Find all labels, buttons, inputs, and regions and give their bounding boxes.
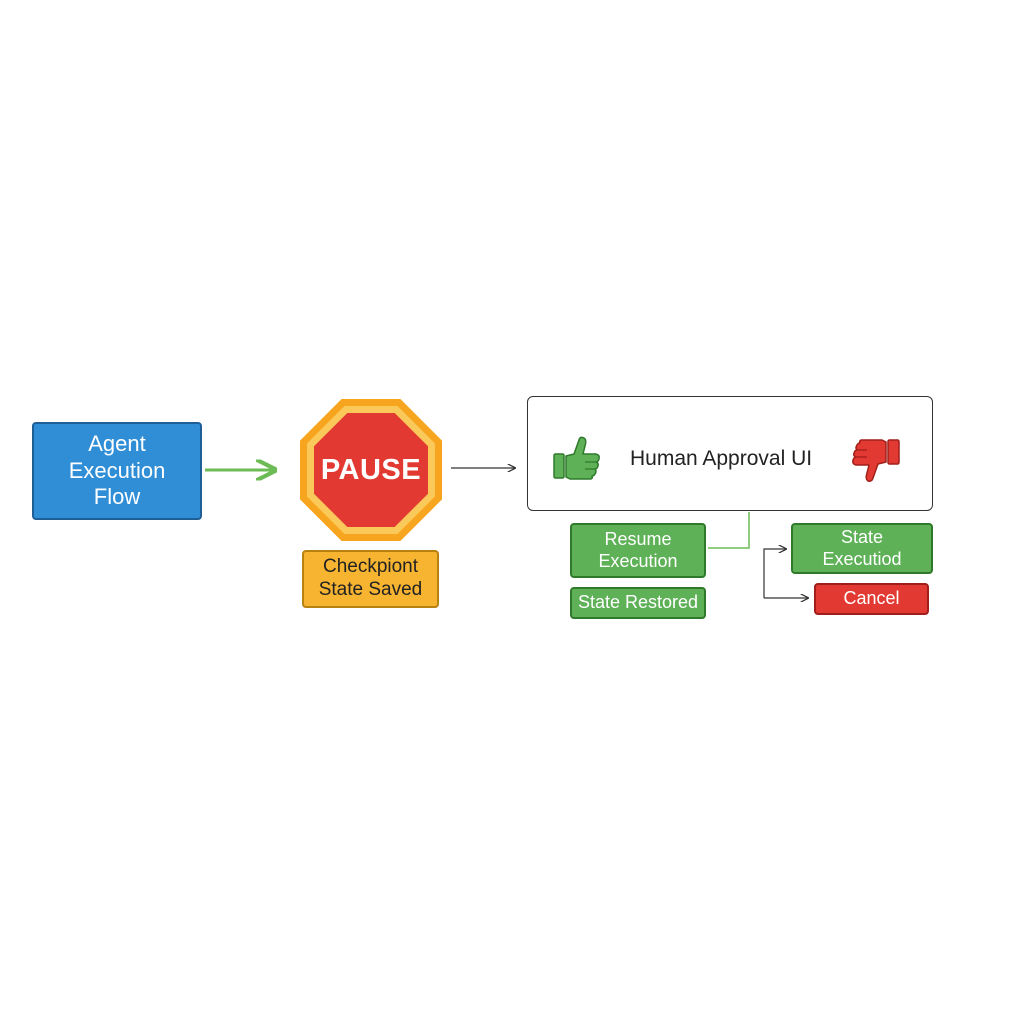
resume-execution-label: Resume Execution	[598, 528, 678, 571]
connector-approval-to-resume	[708, 512, 750, 549]
pause-label: PAUSE	[320, 453, 422, 486]
cancel-node: Cancel	[814, 583, 929, 615]
pause-stop-sign-icon	[300, 399, 442, 541]
state-executed-label: State Executiod	[822, 526, 902, 569]
cancel-label: Cancel	[843, 588, 900, 609]
state-executed-node: State Executiod	[791, 523, 933, 574]
agent-execution-flow-node: Agent Execution Flow	[32, 422, 202, 520]
agent-execution-flow-label: Agent Execution Flow	[68, 431, 166, 510]
thumbs-down-icon[interactable]	[850, 436, 902, 486]
resume-execution-node: Resume Execution	[570, 523, 706, 578]
human-approval-title: Human Approval UI	[630, 447, 813, 470]
checkpoint-state-saved-label: Checkpiont State Saved	[318, 556, 423, 600]
thumbs-up-icon[interactable]	[552, 434, 602, 482]
arrow-to-state-executed	[763, 549, 786, 598]
state-restored-label: State Restored	[577, 592, 699, 613]
checkpoint-state-saved-node: Checkpiont State Saved	[302, 550, 439, 608]
state-restored-node: State Restored	[570, 587, 706, 619]
